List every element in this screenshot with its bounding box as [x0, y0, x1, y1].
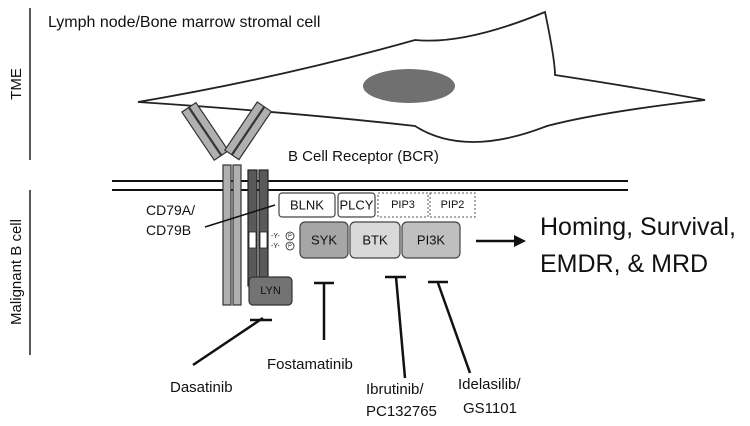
- phospho-tyrosine-bottom: -Y- P: [271, 241, 295, 251]
- ibrutinib-inhibition: [385, 275, 407, 379]
- pip2-node: [429, 192, 476, 218]
- outcome-arrowhead: [514, 235, 526, 247]
- pip3-label: PIP3: [391, 199, 415, 211]
- plcy-node: [337, 192, 376, 218]
- outcome-line-2: EMDR, & MRD: [540, 250, 708, 278]
- svg-text:P: P: [288, 244, 292, 250]
- svg-text:P: P: [288, 234, 292, 240]
- syk-node: [299, 221, 349, 259]
- ibrutinib-label-2: PC132765: [366, 403, 437, 420]
- cd79-pointer-line: [204, 204, 276, 228]
- lyn-node: [248, 276, 293, 306]
- svg-text:-Y-: -Y-: [271, 243, 280, 250]
- stromal-cell-nucleus: [363, 69, 455, 103]
- cd79b-label: CD79B: [146, 222, 191, 238]
- ibrutinib-label-1: Ibrutinib/: [366, 381, 424, 398]
- idelasilib-label-1: Idelasilib/: [458, 376, 521, 393]
- phospho-tyrosine-top: -Y- P: [271, 231, 295, 241]
- syk-label: SYK: [311, 233, 337, 248]
- dasatinib-label: Dasatinib: [170, 379, 233, 396]
- idelasilib-label-2: GS1101: [463, 400, 517, 417]
- pi3k-node: [401, 221, 461, 259]
- pip3-node: [377, 192, 429, 218]
- fostamatinib-label: Fostamatinib: [267, 356, 353, 373]
- bcr-label: B Cell Receptor (BCR): [288, 148, 439, 165]
- btk-node: [349, 221, 401, 259]
- svg-text:-Y-: -Y-: [271, 233, 280, 240]
- dasatinib-inhibition: [192, 316, 272, 367]
- blnk-label: BLNK: [290, 198, 324, 213]
- stromal-cell-label: Lymph node/Bone marrow stromal cell: [48, 14, 320, 31]
- idelasilib-inhibition: [428, 280, 472, 374]
- cd79-chains: [247, 169, 269, 287]
- tme-label: TME: [8, 68, 25, 100]
- outcome-line-1: Homing, Survival,: [540, 213, 736, 241]
- cd79a-label: CD79A/: [146, 202, 195, 218]
- pi3k-label: PI3K: [417, 233, 446, 248]
- btk-label: BTK: [362, 233, 388, 248]
- malignant-b-cell-label: Malignant B cell: [8, 219, 25, 325]
- fostamatinib-inhibition: [314, 281, 334, 340]
- pip2-label: PIP2: [441, 199, 465, 211]
- lyn-label: LYN: [260, 285, 281, 297]
- plcy-label: PLCY: [340, 198, 374, 213]
- bcr-antibody: [180, 101, 273, 306]
- blnk-node: [278, 192, 336, 218]
